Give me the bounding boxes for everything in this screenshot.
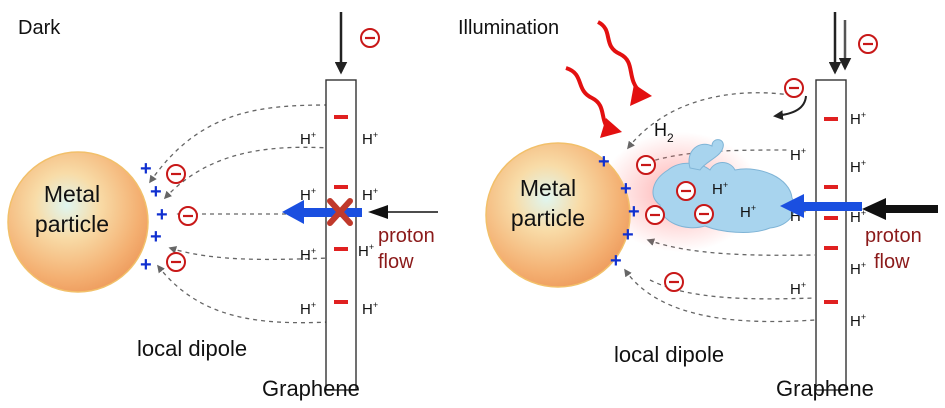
particle-label-line1: Metal (44, 181, 100, 207)
field-lines-dark (149, 104, 331, 324)
negative-charge (824, 300, 838, 304)
negative-charge (334, 185, 348, 189)
positive-charge: + (620, 178, 632, 200)
proton-label: H+ (850, 312, 866, 330)
proton-flow-label-line2: flow (874, 251, 910, 273)
proton-flow-arrow-dark (282, 200, 362, 224)
electron-transfer-arrow (773, 95, 807, 121)
condition-label-dark: Dark (18, 17, 61, 39)
metal-particle (485, 142, 631, 288)
proton-flow-label-line1: proton (865, 225, 922, 247)
proton-label: H+ (362, 130, 378, 148)
proton-label: H+ (790, 280, 806, 298)
panel-illumination: Illumination Metal particle + + + + + H+… (458, 12, 938, 401)
protons-dark: H+ H+ H+ H+ H+ H+ H+ H+ (300, 130, 378, 318)
blocked-cross-icon (327, 198, 353, 226)
positive-charges-dark: + + + + + (140, 158, 168, 276)
electron-icon (645, 205, 665, 225)
positive-charge: + (140, 158, 152, 180)
graphene-negative-charges-illumination (824, 117, 838, 304)
panel-dark: Dark Metal particle + + + + + (7, 12, 438, 401)
electron-icon (636, 155, 656, 175)
positive-charges-illumination: + + + + + (598, 151, 640, 272)
field-line (168, 246, 331, 261)
electron-icon (664, 272, 684, 292)
electron-icon (784, 78, 804, 98)
dipole-label-dark: local dipole (137, 336, 247, 361)
proton-cloud-plume (688, 139, 724, 171)
illumination-arrows (565, 20, 652, 138)
proton-label: H+ (850, 208, 866, 226)
positive-charge: + (150, 226, 162, 248)
electron-icon (166, 164, 186, 184)
electron-icon (858, 34, 878, 54)
field-line (157, 264, 331, 324)
graphene-label-illumination: Graphene (776, 376, 874, 401)
proton-label: H+ (300, 300, 316, 318)
positive-charge: + (156, 204, 168, 226)
proton-label: H+ (358, 242, 374, 260)
protons-illumination: H+ H+ H+ H+ H+ H+ H+ H+ (790, 110, 866, 330)
electron-icon (676, 181, 696, 201)
negative-charge (824, 246, 838, 250)
field-line (638, 149, 791, 167)
negative-charge (334, 300, 348, 304)
positive-charge: + (622, 224, 634, 246)
positive-charge: + (598, 151, 610, 173)
dipole-label-illumination: local dipole (614, 342, 724, 367)
field-line (163, 146, 331, 200)
h2-label: H2 (654, 120, 674, 145)
metal-particle (7, 151, 149, 293)
graphene-negative-charges-dark (334, 115, 348, 304)
proton-label: H+ (300, 130, 316, 148)
field-line (624, 268, 816, 323)
negative-charge (334, 115, 348, 119)
light-ray (565, 66, 614, 134)
proton-label: H+ (362, 300, 378, 318)
proton-label: H+ (300, 186, 316, 204)
graphene-strip (815, 79, 847, 391)
electron-icon (694, 204, 714, 224)
particle-label-line2: particle (35, 211, 109, 237)
graphene-strip (325, 79, 357, 391)
particle-label-line2: particle (511, 205, 585, 231)
particle-label-line1: Metal (520, 175, 576, 201)
proton-cloud (652, 162, 796, 233)
proton-label: H+ (300, 246, 316, 264)
electron-icon (166, 252, 186, 272)
proton-label: H+ (790, 146, 806, 164)
condition-label-illumination: Illumination (458, 17, 559, 39)
proton-label: H+ (850, 158, 866, 176)
proton-inflow-arrow-illumination (862, 198, 938, 220)
proton-label: H+ (850, 260, 866, 278)
proton-label: H+ (712, 180, 728, 198)
proton-flow-label-line2: flow (378, 251, 414, 273)
proton-label: H+ (362, 186, 378, 204)
electron-icon (360, 28, 380, 48)
proton-flow-arrow-illumination (780, 194, 862, 218)
light-ray (596, 20, 642, 94)
electron-icon (178, 206, 198, 226)
negative-charge (824, 216, 838, 220)
electrons-dark (166, 164, 198, 272)
proton-label: H+ (740, 203, 756, 221)
light-ray-head (600, 118, 622, 138)
positive-charge: + (610, 250, 622, 272)
proton-inflow-arrow-dark (368, 205, 438, 219)
negative-charge (824, 117, 838, 121)
light-ray-head (630, 84, 652, 106)
field-line (149, 104, 331, 184)
negative-charge (334, 247, 348, 251)
graphene-label-dark: Graphene (262, 376, 360, 401)
positive-charge: + (140, 254, 152, 276)
proton-label: H+ (850, 110, 866, 128)
negative-charge (824, 185, 838, 189)
proton-flow-label-line1: proton (378, 225, 435, 247)
positive-charge: + (150, 181, 162, 203)
positive-charge: + (628, 201, 640, 223)
electrons-illumination (636, 78, 804, 292)
